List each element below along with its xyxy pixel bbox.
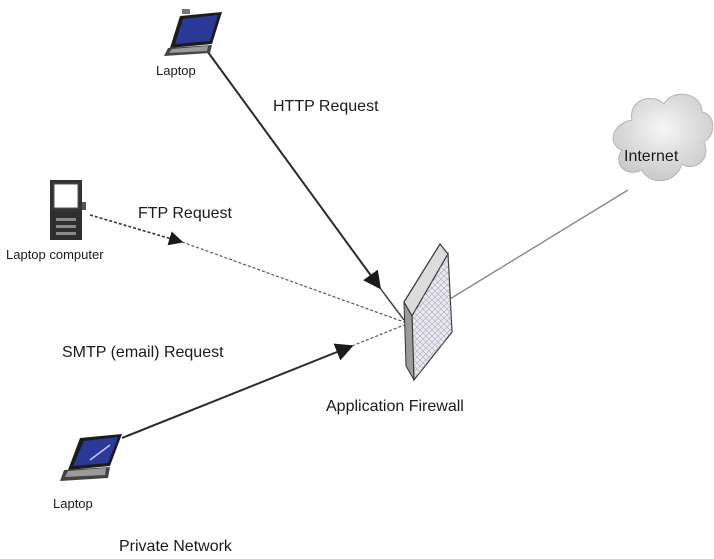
laptop-label: Laptop — [53, 496, 93, 511]
private-network-caption: Private Network — [119, 538, 232, 555]
internet-connection — [444, 189, 629, 303]
firewall-icon — [403, 242, 453, 382]
http-connection — [204, 47, 382, 290]
smtp-connection — [121, 343, 354, 439]
laptop-computer-label: Laptop computer — [6, 247, 104, 262]
laptop-label: Laptop — [156, 63, 196, 78]
laptop-icon — [60, 434, 122, 481]
laptop-icon — [164, 9, 222, 56]
ftp-connection — [89, 214, 184, 246]
cloud-icon — [612, 93, 714, 182]
ftp-request-label: FTP Request — [138, 205, 232, 222]
ftp-connection-tail — [181, 241, 405, 323]
laptop-computer-icon — [50, 180, 86, 240]
smtp-request-label: SMTP (email) Request — [62, 344, 224, 361]
smtp-connection-tail — [351, 324, 405, 347]
http-connection-tail — [379, 287, 405, 321]
http-request-label: HTTP Request — [273, 98, 379, 115]
firewall-label: Application Firewall — [326, 398, 464, 415]
internet-label: Internet — [624, 148, 679, 165]
